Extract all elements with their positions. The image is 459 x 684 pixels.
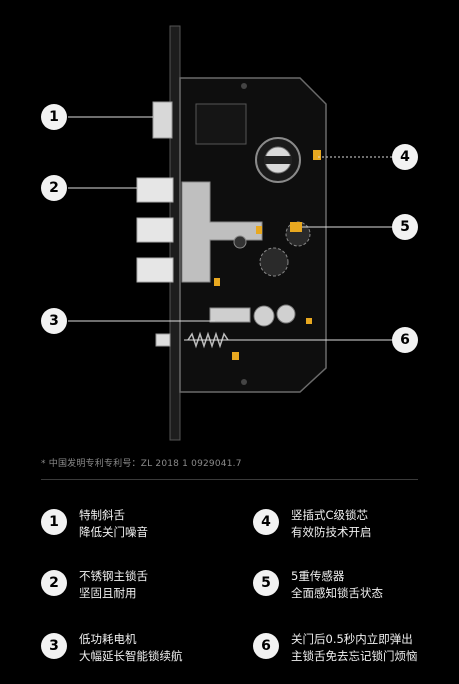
callout-badge-6: 6 bbox=[392, 327, 418, 353]
sensor-c bbox=[232, 352, 239, 360]
feature-desc: 全面感知锁舌状态 bbox=[291, 586, 383, 600]
feature-desc: 有效防技术开启 bbox=[291, 525, 372, 539]
motor-gear-1 bbox=[253, 305, 275, 327]
feature-badge: 5 bbox=[253, 570, 279, 596]
callout-badge-3: 3 bbox=[41, 308, 67, 334]
cylinder-slot bbox=[264, 156, 292, 164]
feature-title: 关门后0.5秒内立即弹出 bbox=[291, 632, 413, 646]
patent-note: * 中国发明专利专利号：ZL 2018 1 0929041.7 bbox=[41, 459, 242, 469]
pivot bbox=[233, 235, 247, 249]
callout-badge-5: 5 bbox=[392, 214, 418, 240]
feature-desc: 大幅延长智能锁续航 bbox=[79, 649, 183, 663]
spring bbox=[187, 331, 229, 349]
feature-title: 竖插式C级锁芯 bbox=[291, 508, 369, 522]
feature-item-2: 2 不锈钢主锁舌坚固且耐用 bbox=[41, 568, 148, 602]
feature-item-3: 3 低功耗电机大幅延长智能锁续航 bbox=[41, 631, 183, 665]
sensor-a bbox=[256, 226, 262, 234]
latch-bolt bbox=[152, 101, 173, 139]
motor-gear-2 bbox=[276, 304, 296, 324]
trigger-pin bbox=[155, 333, 171, 347]
screw bbox=[241, 379, 247, 385]
feature-desc: 主锁舌免去忘记锁门烦恼 bbox=[291, 649, 418, 663]
main-bolt-2 bbox=[136, 217, 174, 243]
callout-badge-2: 2 bbox=[41, 175, 67, 201]
feature-badge: 6 bbox=[253, 633, 279, 659]
main-bolt-1 bbox=[136, 177, 174, 203]
screw bbox=[241, 83, 247, 89]
feature-badge: 2 bbox=[41, 570, 67, 596]
feature-item-1: 1 特制斜舌降低关门噪音 bbox=[41, 507, 148, 541]
sensor-d bbox=[306, 318, 312, 324]
callout-badge-1: 1 bbox=[41, 104, 67, 130]
feature-item-6: 6 关门后0.5秒内立即弹出主锁舌免去忘记锁门烦恼 bbox=[253, 631, 418, 665]
feature-item-5: 5 5重传感器全面感知锁舌状态 bbox=[253, 568, 383, 602]
feature-title: 不锈钢主锁舌 bbox=[79, 569, 148, 583]
feature-desc: 坚固且耐用 bbox=[79, 586, 137, 600]
mortise-lock-drawing bbox=[68, 25, 392, 441]
feature-title: 特制斜舌 bbox=[79, 508, 125, 522]
gear-2 bbox=[259, 247, 289, 277]
feature-title: 5重传感器 bbox=[291, 569, 345, 583]
divider bbox=[41, 479, 418, 480]
feature-badge: 1 bbox=[41, 509, 67, 535]
feature-badge: 3 bbox=[41, 633, 67, 659]
bolt-carrier bbox=[181, 181, 263, 283]
feature-desc: 降低关门噪音 bbox=[79, 525, 148, 539]
main-bolt-3 bbox=[136, 257, 174, 283]
mechanism-block bbox=[195, 103, 247, 145]
sensor-b bbox=[214, 278, 220, 286]
callout-badge-4: 4 bbox=[392, 144, 418, 170]
feature-title: 低功耗电机 bbox=[79, 632, 137, 646]
feature-badge: 4 bbox=[253, 509, 279, 535]
feature-item-4: 4 竖插式C级锁芯有效防技术开启 bbox=[253, 507, 372, 541]
motor bbox=[209, 307, 251, 323]
sensor-5 bbox=[290, 222, 302, 232]
sensor-4 bbox=[313, 150, 321, 160]
